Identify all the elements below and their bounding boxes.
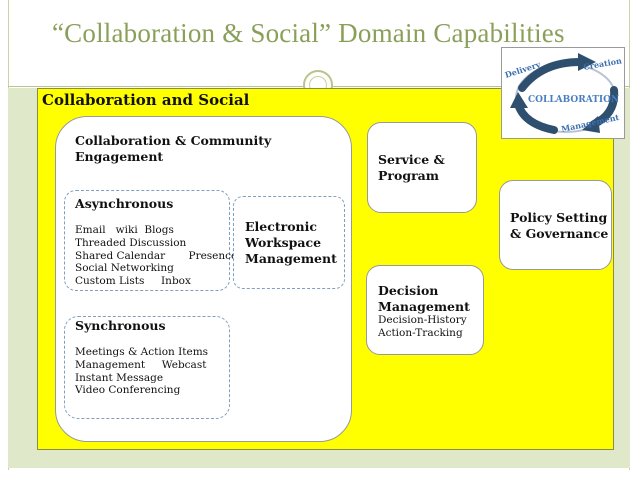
slide-title: “Collaboration & Social” Domain Capabili… [52, 18, 565, 48]
list-item: Email wiki Blogs [75, 224, 174, 236]
collaboration-cycle-graphic: Delivery Creation Management COLLABORATI… [504, 53, 623, 134]
list-item: Video Conferencing [75, 384, 181, 397]
synchronous-box [64, 316, 230, 419]
collab-community-heading-line: Engagement [75, 149, 164, 164]
cycle-arrowhead-left [510, 92, 528, 108]
policy-governance-label: Policy Setting & Governance [510, 210, 608, 242]
electronic-workspace-line: Workspace [245, 235, 322, 250]
cycle-arrowhead-top [578, 53, 596, 71]
electronic-workspace-label: Electronic Workspace Management [245, 219, 337, 267]
logo-label-creation: Creation [583, 55, 623, 72]
collab-community-heading: Collaboration & Community Engagement [75, 133, 271, 165]
policy-governance-line: Policy Setting [510, 210, 608, 225]
decision-management-heading: Decision Management [378, 283, 470, 315]
synchronous-list: Meetings & Action Items Management Webca… [75, 346, 208, 397]
electronic-workspace-line: Management [245, 251, 337, 266]
asynchronous-box [64, 190, 230, 291]
asynchronous-list: Email wiki Blogs Threaded Discussion Sha… [75, 224, 237, 288]
list-item: Shared Calendar Presence [75, 249, 238, 262]
list-item: Management Webcast [75, 358, 207, 371]
policy-governance-box [499, 180, 612, 270]
service-program-label: Service & Program [378, 152, 445, 184]
asynchronous-heading: Asynchronous [75, 196, 174, 211]
service-program-box [367, 122, 477, 213]
electronic-workspace-box [233, 196, 345, 289]
domain-title: Collaboration and Social [42, 91, 250, 109]
list-item: Action-Tracking [378, 326, 463, 339]
synchronous-heading: Synchronous [75, 318, 166, 333]
collab-community-heading-line: Collaboration & Community [75, 133, 272, 148]
decision-management-line: Decision [378, 283, 439, 298]
policy-governance-line: & Governance [510, 226, 609, 241]
electronic-workspace-line: Electronic [245, 219, 317, 234]
list-item: Meetings & Action Items [75, 346, 209, 358]
collaboration-cycle-logo: Delivery Creation Management COLLABORATI… [501, 47, 625, 139]
list-item: Threaded Discussion [75, 236, 187, 249]
service-program-line: Program [378, 168, 439, 183]
cycle-arrow-top [518, 58, 584, 92]
list-item: Social Networking [75, 262, 174, 275]
service-program-line: Service & [378, 152, 445, 167]
decision-management-box [366, 265, 484, 355]
decision-management-list: Decision-History Action-Tracking [378, 314, 467, 340]
cycle-arrowhead-right [582, 116, 600, 133]
logo-center-text: COLLABORATION [528, 95, 619, 105]
list-item: Custom Lists Inbox [75, 275, 191, 288]
list-item: Decision-History [378, 314, 467, 326]
decision-management-line: Management [378, 299, 470, 314]
list-item: Instant Message [75, 371, 164, 384]
